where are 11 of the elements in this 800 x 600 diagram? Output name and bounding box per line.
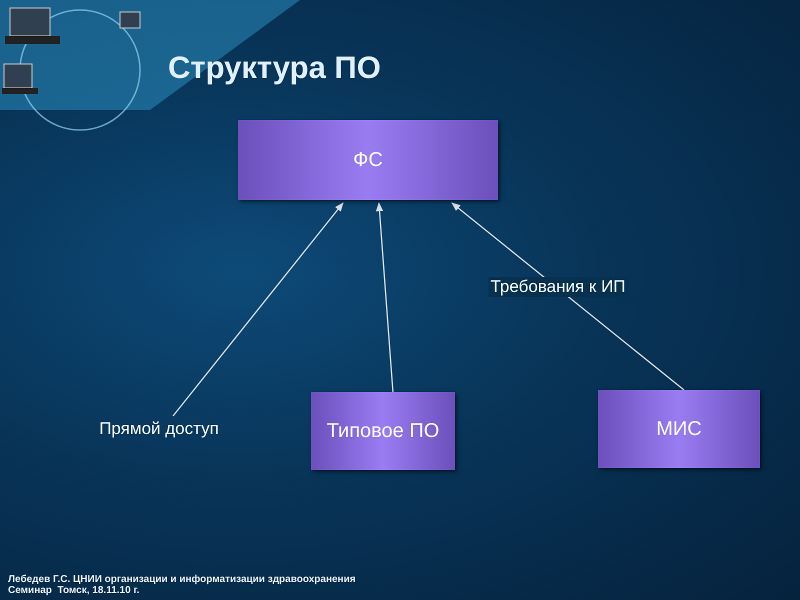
process-box: ФС: [238, 120, 498, 200]
process-box: Типовое ПО: [311, 392, 455, 470]
edge-label: Требования к ИП: [488, 276, 628, 296]
arrow: [172, 202, 344, 416]
footer-note: Семинар Томск, 18.11.10 г.: [8, 585, 140, 596]
text-label: Прямой доступ: [86, 416, 232, 442]
process-box: МИС: [598, 390, 760, 468]
slide-title: Структура ПО: [168, 50, 381, 86]
arrow: [451, 202, 684, 390]
arrow: [376, 202, 394, 392]
footer-note: Лебедев Г.С. ЦНИИ организации и информатизации здравоохранения: [8, 574, 356, 585]
